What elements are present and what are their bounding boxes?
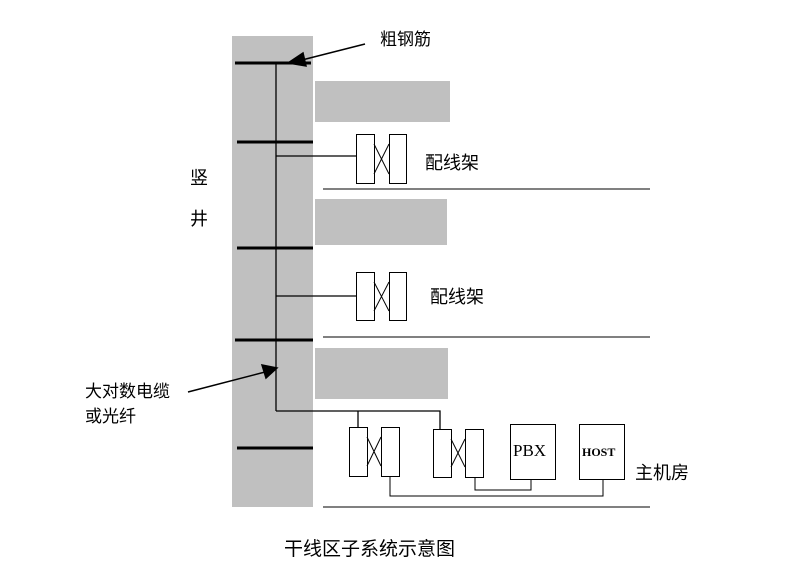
patch-panel-label-2: 配线架 — [430, 287, 484, 308]
patch-panel-machine-room-1 — [349, 427, 400, 477]
arrows — [187, 43, 366, 393]
riser-cable — [275, 63, 441, 429]
floor-slab-1 — [315, 81, 450, 122]
pbx-box — [510, 424, 556, 480]
pbx-label: PBX — [513, 441, 547, 460]
host-label: HOST — [582, 445, 616, 459]
diagram-title: 干线区子系统示意图 — [284, 538, 456, 560]
cable-label-1: 大对数电缆 — [85, 382, 170, 402]
machine-room-wiring — [389, 477, 604, 497]
shaft-label-1: 竖 — [190, 168, 208, 189]
rebar-label: 粗钢筋 — [380, 30, 431, 50]
floor-slab-3 — [315, 348, 448, 399]
vertical-shaft — [232, 36, 313, 507]
floor-slab-2 — [315, 199, 447, 245]
patch-panel-label-1: 配线架 — [425, 153, 479, 174]
host-box — [579, 424, 625, 480]
shaft-label-2: 井 — [190, 209, 208, 230]
patch-panel-machine-room-2 — [433, 429, 484, 478]
machine-room-label: 主机房 — [635, 463, 689, 484]
floor-lines — [323, 188, 650, 508]
cable-label-2: 或光纤 — [85, 407, 136, 427]
patch-panel-floor-1 — [356, 134, 407, 184]
patch-panel-floor-2 — [356, 272, 407, 321]
